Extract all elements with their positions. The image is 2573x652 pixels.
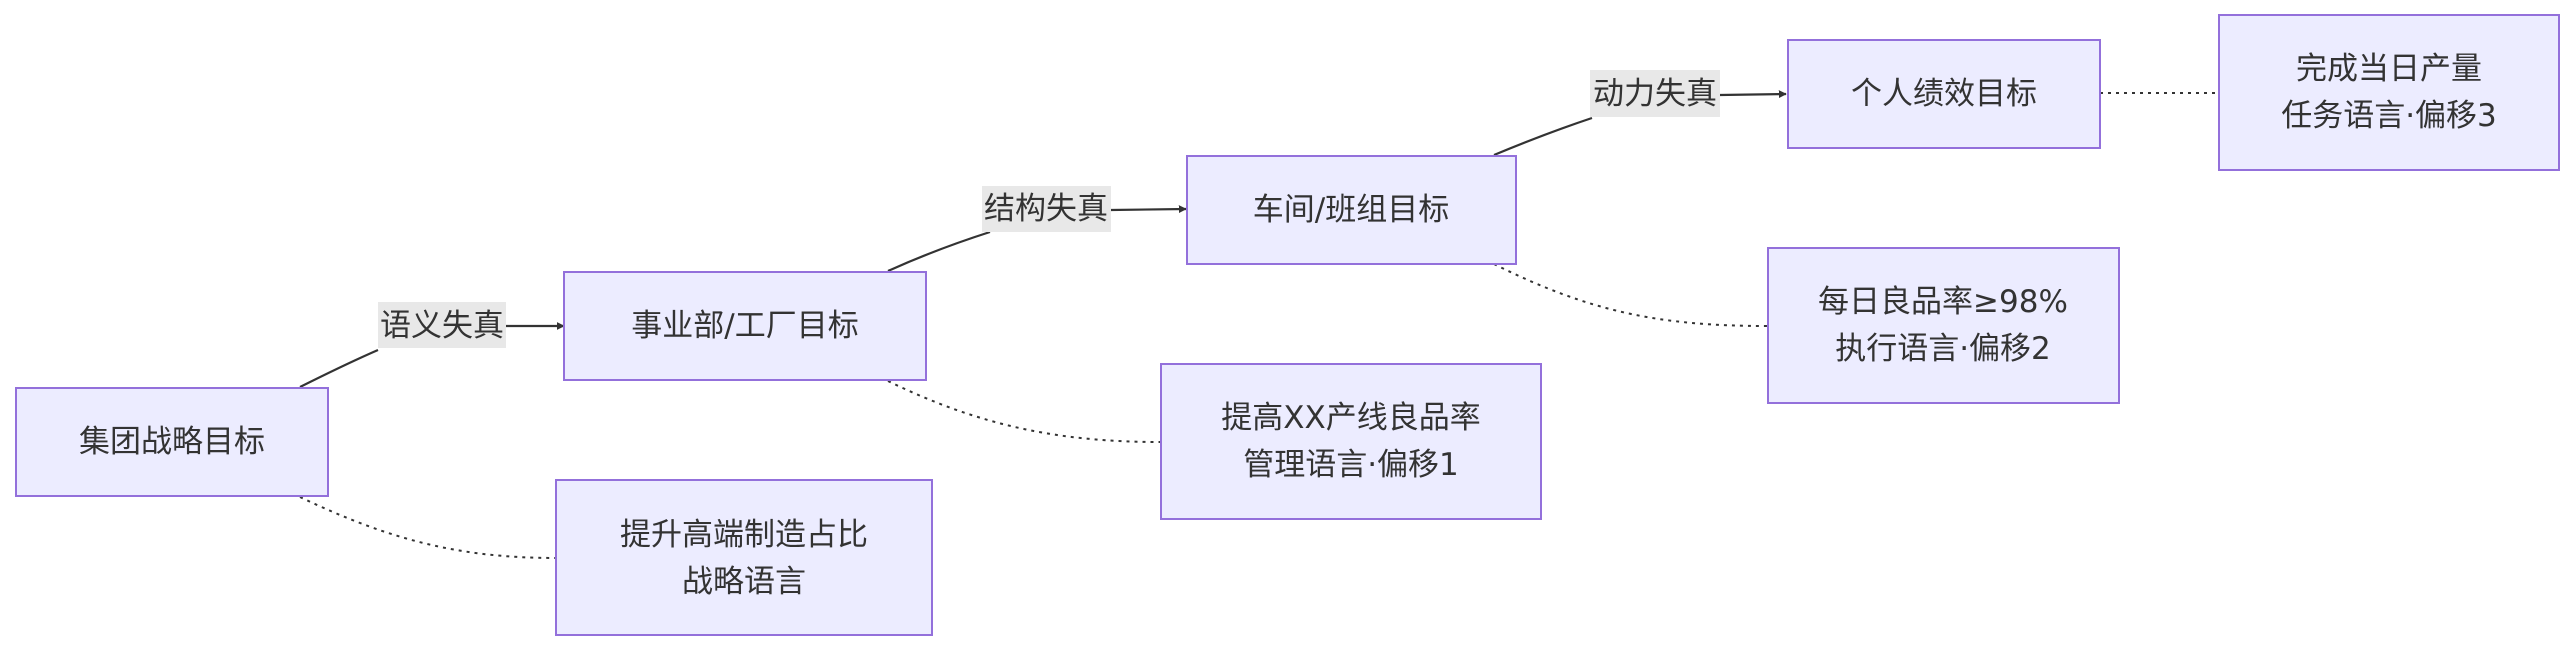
edge-motivation-line xyxy=(1493,116,1593,157)
edge-semantic-line xyxy=(299,348,379,388)
note-management-language[interactable]: 提高XX产线良品率 管理语言·偏移1 xyxy=(1160,363,1542,520)
node-workshop[interactable]: 车间/班组目标 xyxy=(1186,155,1517,265)
edge-label-motivation-text: 动力失真 xyxy=(1593,76,1717,112)
edge-structural-line xyxy=(887,230,991,273)
note-strategy-language[interactable]: 提升高端制造占比 战略语言 xyxy=(555,479,933,636)
node-personal[interactable]: 个人绩效目标 xyxy=(1787,39,2101,149)
note-execution-line2: 执行语言·偏移2 xyxy=(1835,331,2051,367)
note-task-line2: 任务语言·偏移3 xyxy=(2281,98,2497,134)
note-strategy-line2: 战略语言 xyxy=(682,564,806,600)
note-strategy-line1: 提升高端制造占比 xyxy=(620,517,868,553)
node-group-strategy-label: 集团战略目标 xyxy=(79,424,265,460)
edge-structural-arrow xyxy=(1110,205,1187,214)
edge-motivation-arrow xyxy=(1719,90,1787,99)
node-division-label: 事业部/工厂目标 xyxy=(631,308,858,344)
node-personal-label: 个人绩效目标 xyxy=(1851,76,2037,112)
edge-label-motivation: 动力失真 xyxy=(1590,70,1720,117)
dotted-connector-execution xyxy=(1493,263,1769,327)
edge-label-semantic: 语义失真 xyxy=(378,302,506,348)
node-workshop-label: 车间/班组目标 xyxy=(1253,192,1449,228)
note-management-line2: 管理语言·偏移1 xyxy=(1243,447,1459,483)
note-execution-language[interactable]: 每日良品率≥98% 执行语言·偏移2 xyxy=(1767,247,2120,404)
note-task-language[interactable]: 完成当日产量 任务语言·偏移3 xyxy=(2218,14,2560,171)
edge-label-semantic-text: 语义失真 xyxy=(380,308,504,344)
note-execution-line1: 每日良品率≥98% xyxy=(1818,284,2068,320)
edge-label-structural: 结构失真 xyxy=(982,186,1111,232)
dotted-connector-strategy xyxy=(299,496,557,559)
edge-label-structural-text: 结构失真 xyxy=(984,191,1108,227)
node-group-strategy[interactable]: 集团战略目标 xyxy=(15,387,329,497)
node-division[interactable]: 事业部/工厂目标 xyxy=(563,271,927,381)
dotted-connector-management xyxy=(887,380,1161,443)
note-task-line1: 完成当日产量 xyxy=(2296,51,2482,87)
note-management-line1: 提高XX产线良品率 xyxy=(1221,400,1480,436)
